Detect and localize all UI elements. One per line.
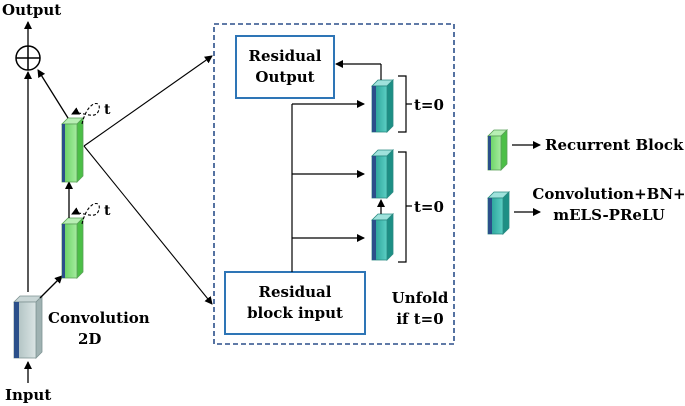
input-label: Input <box>5 386 51 404</box>
unfold-label-line2: if t=0 <box>396 310 443 328</box>
legend-conv-icon <box>487 191 510 235</box>
recurrent-block-upper <box>61 117 84 183</box>
legend-conv-label-line2: mELS-PReLU <box>553 206 665 224</box>
expand-arrow-bottom <box>83 145 213 305</box>
legend-conv-label-line1: Convolution+BN+ <box>532 185 685 203</box>
conv-block-top <box>371 79 394 133</box>
residual-output-box <box>235 35 335 99</box>
legend-recurrent-icon <box>487 129 508 171</box>
residual-output-line2: Output <box>255 68 314 86</box>
recurrent-loop-upper-arrow <box>71 103 100 125</box>
sum-node-icon <box>15 45 41 71</box>
unfold-region <box>213 23 455 345</box>
t0-label-lower: t=0 <box>414 198 444 216</box>
unfold-label-line1: Unfold <box>392 289 449 307</box>
conv2d-block <box>13 295 43 359</box>
recurrent-loop-lower-arrow <box>71 203 100 225</box>
conv2d-label-line1: Convolution <box>48 309 150 327</box>
residual-input-box <box>224 271 366 335</box>
conv2d-to-rb-arrow <box>39 275 63 299</box>
bracket-lower <box>398 151 412 263</box>
output-label: Output <box>2 1 61 19</box>
conv2d-label-line2: 2D <box>78 330 101 348</box>
legend-recurrent-label: Recurrent Block <box>545 136 684 154</box>
t-label-lower: t <box>104 203 111 219</box>
t-label-upper: t <box>104 102 111 118</box>
residual-output-line1: Residual <box>249 47 322 65</box>
expand-arrow-top <box>83 55 213 147</box>
t0-label-upper: t=0 <box>414 96 444 114</box>
rb-to-sum-arrow <box>37 69 69 119</box>
bracket-upper <box>398 75 412 133</box>
residual-input-line1: Residual <box>259 283 332 301</box>
conv-block-middle <box>371 149 394 199</box>
recurrent-block-lower <box>61 217 84 279</box>
residual-input-line2: block input <box>247 304 343 322</box>
conv-block-bottom <box>371 213 394 261</box>
